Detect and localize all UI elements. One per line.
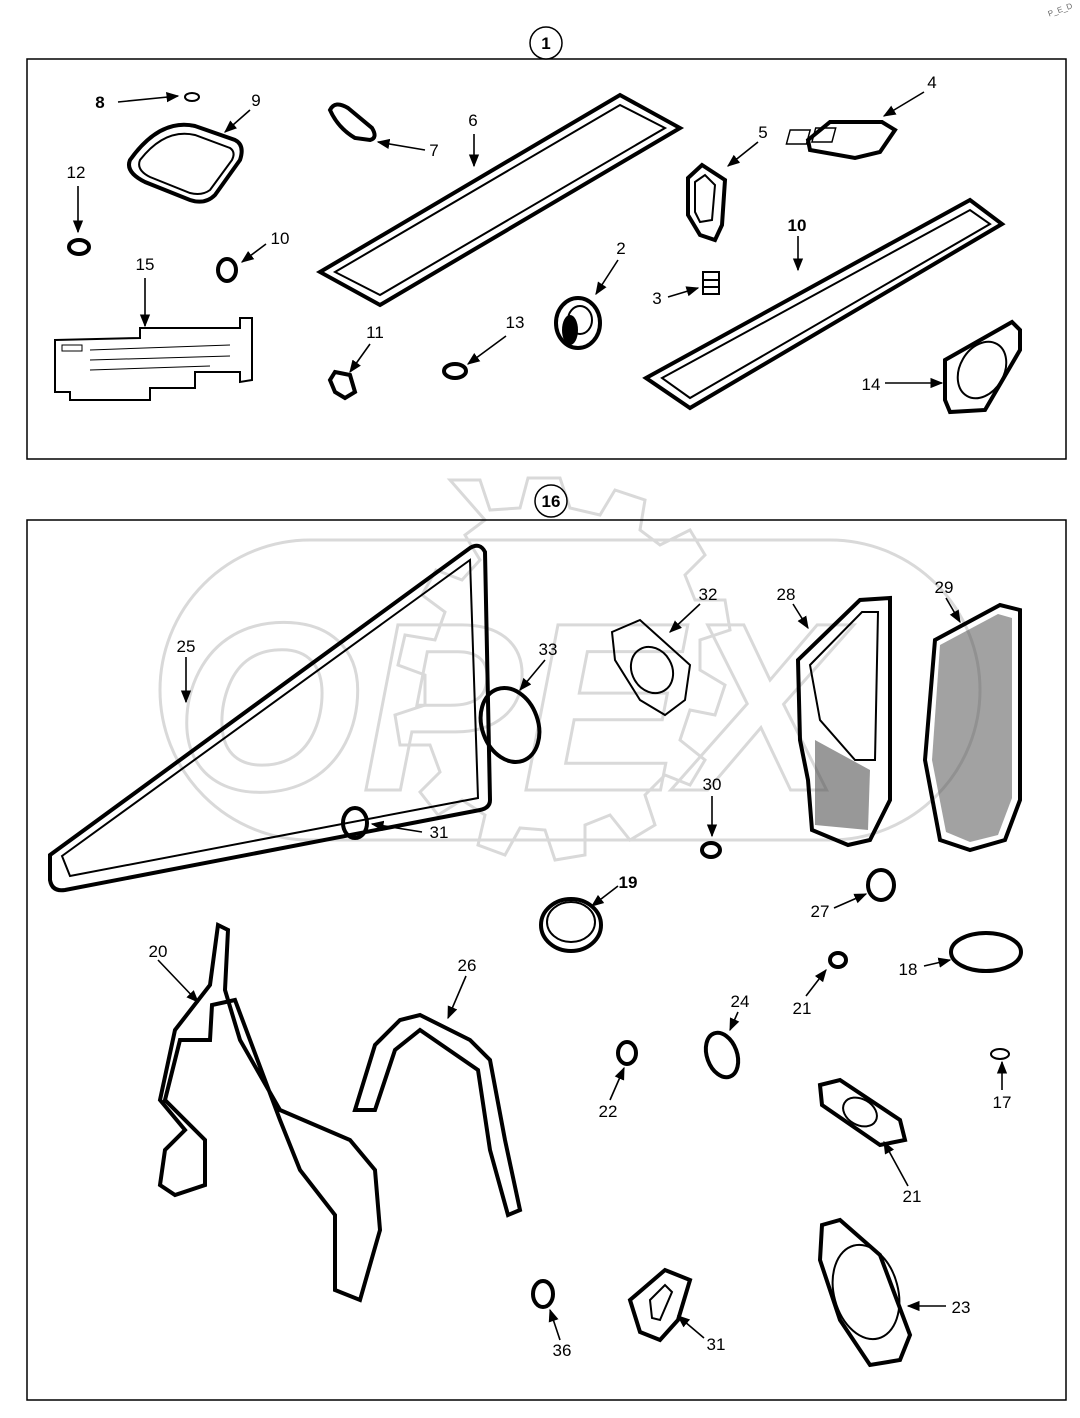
- callout-20: 20: [149, 942, 168, 961]
- callout-19: 19: [619, 873, 638, 892]
- opex-watermark: OPEX: [158, 476, 982, 862]
- callout-10-gasket: 10: [788, 216, 807, 235]
- panel-group-1: 1: [26, 26, 1067, 460]
- callout-8: 8: [95, 93, 104, 112]
- callout-11: 11: [366, 323, 384, 342]
- callout-14: 14: [862, 375, 881, 394]
- part-33-o-ring: [478, 686, 542, 764]
- part-13-seal: [442, 362, 468, 380]
- part-23-flange-gasket: [817, 1217, 913, 1368]
- part-4-double-port-gasket: [785, 120, 898, 161]
- part-6-long-gasket: [315, 92, 685, 308]
- part-14-flange-gasket: [943, 319, 1022, 415]
- callout-18: 18: [899, 960, 918, 979]
- callout-32: 32: [699, 585, 718, 604]
- part-29-plate-gasket: [922, 602, 1022, 853]
- group-ref-circle-16: [534, 484, 568, 518]
- callout-17: 17: [993, 1093, 1012, 1112]
- callout-15: 15: [136, 255, 155, 274]
- part-12-seal-ring: [67, 238, 91, 256]
- callout-31-gasket: 31: [707, 1335, 726, 1354]
- callout-36: 36: [553, 1341, 572, 1360]
- panel-16-frame: [26, 519, 1067, 1401]
- part-11-clip: [327, 369, 358, 401]
- group-ref-16: 16: [542, 492, 561, 511]
- callout-30: 30: [703, 775, 722, 794]
- callout-13: 13: [506, 313, 525, 332]
- group-ref-1: 1: [541, 34, 550, 53]
- callout-9: 9: [251, 91, 260, 110]
- part-7-small-gasket: [327, 102, 377, 143]
- callout-2: 2: [616, 239, 625, 258]
- panel-1-frame: [26, 58, 1067, 460]
- callout-21-gasket: 21: [903, 1187, 922, 1206]
- part-32-flange-gasket: [610, 618, 692, 717]
- group-ref-circle-1: [529, 26, 563, 60]
- callout-24: 24: [731, 992, 750, 1011]
- part-18-o-ring: [949, 931, 1023, 973]
- part-31-gasket: [627, 1267, 693, 1343]
- leader-lines-panel-16: [157, 597, 1008, 1341]
- callout-33: 33: [539, 640, 558, 659]
- part-3-grommet: [702, 271, 720, 295]
- part-31-o-ring: [341, 806, 369, 840]
- callout-3: 3: [652, 289, 661, 308]
- part-21-small-seal: [828, 951, 848, 969]
- part-10-long-gasket: [642, 197, 1006, 411]
- callout-29: 29: [935, 578, 954, 597]
- part-24-o-ring: [703, 1030, 741, 1080]
- part-15-label-plate: [54, 317, 253, 401]
- callout-21-seal: 21: [793, 999, 812, 1018]
- part-20-front-cover-gasket: [157, 921, 383, 1303]
- part-10-ring: [216, 257, 238, 283]
- part-5-gasket: [686, 162, 728, 243]
- callout-12: 12: [67, 163, 86, 182]
- callout-4: 4: [927, 73, 936, 92]
- part-21-flange-gasket: [817, 1077, 908, 1148]
- callout-22: 22: [599, 1102, 618, 1121]
- part-9-square-seal: [127, 122, 244, 204]
- svg-text:OPEX: OPEX: [175, 573, 855, 841]
- part-8-small-ring: [184, 92, 200, 102]
- leader-lines-panel-1: [72, 91, 944, 389]
- part-2-oil-seal: [554, 296, 602, 350]
- part-30-seal: [700, 841, 722, 859]
- callout-6: 6: [468, 111, 477, 130]
- part-26-gasket: [352, 1012, 523, 1218]
- callout-23: 23: [952, 1298, 971, 1317]
- part-17-washer: [990, 1048, 1010, 1060]
- part-27-o-ring: [866, 868, 896, 902]
- callout-26: 26: [458, 956, 477, 975]
- callout-7: 7: [429, 141, 438, 160]
- part-25-rocker-cover-gasket: [48, 543, 493, 893]
- part-22-o-ring: [616, 1040, 638, 1066]
- corner-code: P_E_D: [1047, 1, 1074, 18]
- part-28-cover-gasket: [795, 595, 892, 848]
- callout-5: 5: [758, 123, 767, 142]
- callout-25: 25: [177, 637, 196, 656]
- callout-31-ring: 31: [430, 823, 449, 842]
- part-36-o-ring: [531, 1279, 555, 1309]
- callout-27: 27: [811, 902, 830, 921]
- callout-10-ring: 10: [271, 229, 290, 248]
- callout-28: 28: [777, 585, 796, 604]
- panel-group-16: 16: [26, 484, 1067, 1401]
- part-19-seal-ring: [539, 897, 603, 953]
